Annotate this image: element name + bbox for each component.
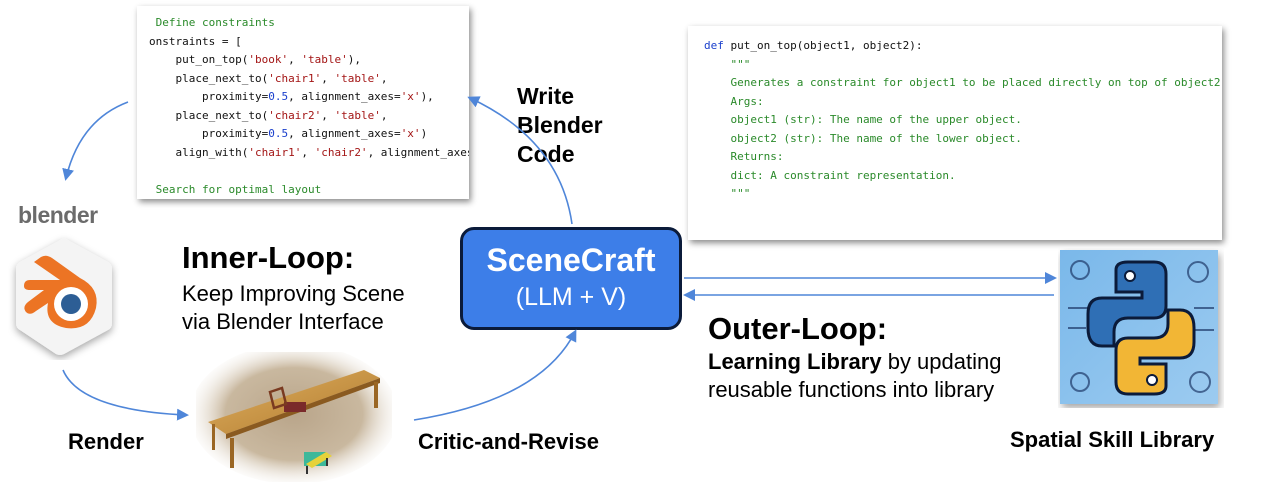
code-line: def put_on_top(object1, object2): bbox=[704, 39, 923, 52]
library-code-text: def put_on_top(object1, object2): """ Ge… bbox=[704, 37, 1221, 204]
code-line: place_next_to('chair2', 'table', bbox=[149, 108, 388, 122]
scenecraft-subtitle: (LLM + V) bbox=[515, 283, 627, 311]
arrow-scenecraft-to-code bbox=[467, 96, 573, 225]
code-line: Args: bbox=[704, 94, 764, 108]
outer-loop-line1-rest: by updating bbox=[881, 349, 1002, 374]
arrow-critic-to-scenecraft bbox=[413, 329, 577, 421]
code-line: proximity=0.5, alignment_axes='x'), bbox=[149, 90, 434, 103]
write-code-line3: Code bbox=[517, 141, 575, 167]
outer-loop-line2: reusable functions into library bbox=[708, 377, 995, 402]
blender-wordmark: blender bbox=[18, 202, 98, 228]
code-line: """ bbox=[704, 57, 751, 71]
code-line: Returns: bbox=[704, 150, 784, 163]
write-code-line2: Blender bbox=[517, 112, 603, 138]
write-code-line1: Write bbox=[517, 83, 575, 109]
blender-code-panel: Define constraints onstraints = [ put_on_… bbox=[137, 6, 469, 199]
python-library-icon bbox=[1060, 250, 1218, 404]
code-line: proximity=0.5, alignment_axes='x') bbox=[149, 127, 428, 140]
inner-loop-line1: Keep Improving Scene bbox=[182, 281, 405, 306]
code-line: Generates a constraint for object1 to be… bbox=[704, 76, 1221, 89]
arrow-blender-to-render bbox=[62, 369, 189, 421]
outer-loop-line1-bold: Learning Library bbox=[708, 349, 882, 374]
inner-loop-title: Inner-Loop: bbox=[182, 240, 355, 275]
code-line: align_with('chair1', 'chair2', alignment… bbox=[149, 145, 469, 159]
code-line: place_next_to('chair1', 'table', bbox=[149, 71, 388, 85]
code-line: """ bbox=[704, 187, 751, 200]
blender-code-text: Define constraints onstraints = [ put_on_… bbox=[149, 14, 469, 199]
code-line: Search for optimal layout bbox=[149, 182, 322, 196]
render-label: Render bbox=[68, 429, 144, 454]
rendered-scene-image bbox=[196, 352, 392, 482]
code-line: put_on_top('book', 'table'), bbox=[149, 53, 361, 66]
code-line: Define constraints bbox=[149, 16, 275, 29]
scenecraft-title: SceneCraft bbox=[486, 242, 656, 278]
code-line: object1 (str): The name of the upper obj… bbox=[704, 113, 1022, 126]
spatial-skill-library-label: Spatial Skill Library bbox=[1010, 427, 1215, 452]
critic-and-revise-label: Critic-and-Revise bbox=[418, 429, 599, 454]
inner-loop-line2: via Blender Interface bbox=[182, 309, 384, 334]
code-line: object2 (str): The name of the lower obj… bbox=[704, 131, 1022, 145]
arrow-code-to-blender bbox=[62, 101, 129, 181]
scenecraft-box: SceneCraft (LLM + V) bbox=[460, 227, 682, 330]
code-line: dict: A constraint representation. bbox=[704, 168, 956, 182]
blender-logo-icon bbox=[16, 238, 112, 355]
library-code-panel: def put_on_top(object1, object2): """ Ge… bbox=[688, 26, 1222, 240]
code-line: onstraints = [ bbox=[149, 34, 242, 48]
outer-loop-title: Outer-Loop: bbox=[708, 311, 888, 346]
outer-loop-line1: Learning Library by updating bbox=[708, 349, 1001, 375]
